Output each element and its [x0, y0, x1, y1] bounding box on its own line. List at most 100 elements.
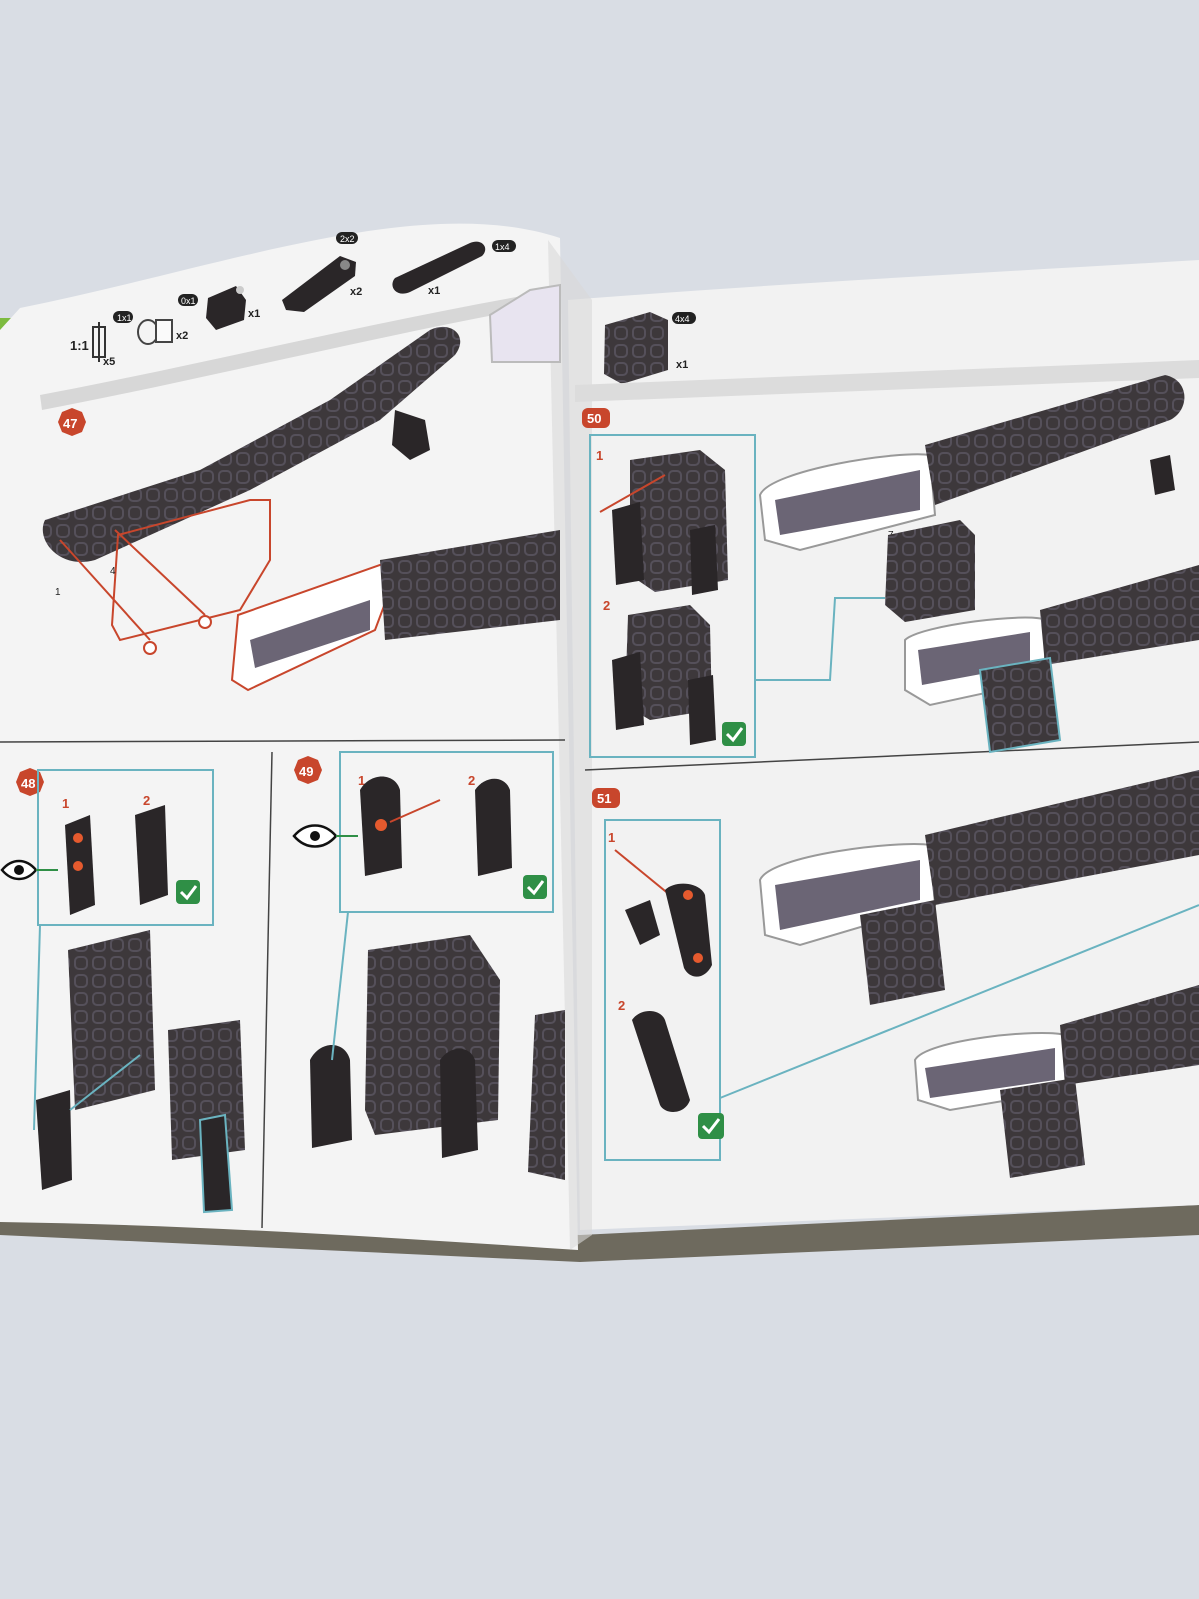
sub-label: 1	[358, 773, 365, 788]
upright-block	[475, 778, 512, 876]
assembly-line	[389, 799, 441, 823]
upright-block	[310, 1045, 352, 1148]
upright-block	[688, 675, 716, 745]
hole-marker	[73, 861, 83, 871]
upright-block	[612, 502, 644, 585]
sub-label: 2	[618, 998, 625, 1013]
frame-interior	[775, 860, 920, 930]
flow-line	[331, 911, 349, 1061]
frame-outline-exploded	[110, 499, 271, 642]
part-qty: x5	[103, 356, 115, 368]
flow-line	[33, 924, 41, 1131]
square-plate	[68, 930, 155, 1110]
square-plate	[528, 1010, 565, 1180]
check-icon	[523, 875, 547, 899]
parts-band-edge	[40, 292, 548, 410]
step-50: 50 1 2 7	[582, 375, 1199, 758]
upright-block	[440, 1048, 478, 1158]
frame-interior	[775, 470, 920, 535]
upright-block-attached	[198, 1113, 234, 1214]
flow-line	[719, 904, 1199, 1099]
part-qty: x1	[248, 308, 260, 320]
parts-band-edge-right	[575, 360, 1199, 402]
hinge-foot	[392, 410, 430, 460]
beam-result	[1040, 565, 1199, 665]
sub-label: 4	[110, 566, 116, 577]
beam-result	[925, 770, 1199, 905]
hinge-foot	[1150, 455, 1175, 495]
part-tag-label: 1x4	[495, 242, 510, 252]
hinge-pin	[236, 286, 244, 294]
beam-1x4-icon	[392, 241, 486, 294]
part-tag-label: 1x1	[117, 313, 132, 323]
step-number: 51	[597, 791, 611, 806]
square-plate-attached	[978, 656, 1062, 754]
square-plate	[365, 935, 500, 1135]
sub-label: 2	[603, 598, 610, 613]
step-51: 51 1 2	[592, 770, 1199, 1178]
step-47: 47 1 4	[42, 326, 560, 692]
hole-marker	[693, 953, 703, 963]
step-divider-right	[584, 741, 1199, 771]
hole-marker	[375, 819, 387, 831]
step-badge	[294, 756, 322, 784]
hole-marker	[683, 890, 693, 900]
sub-step-frame	[589, 434, 756, 758]
check-icon	[722, 722, 746, 746]
page-gutter	[548, 240, 592, 1250]
peg-icon	[137, 319, 173, 345]
step-48: 48 1 2	[0, 768, 245, 1214]
sub-label: 2	[468, 773, 475, 788]
eye-icon	[292, 824, 358, 848]
square-plate	[1000, 1078, 1085, 1178]
hinge-block-icon	[206, 286, 246, 330]
part-tag-label: 2x2	[340, 234, 355, 244]
assembly-line	[599, 474, 666, 513]
sub-label: 1	[55, 587, 61, 598]
step-divider-left	[0, 739, 566, 743]
square-plate	[885, 520, 975, 622]
hole-marker	[73, 833, 83, 843]
assembly-line	[59, 539, 151, 641]
part-tag	[113, 311, 133, 323]
part-qty: x2	[176, 330, 188, 342]
beam-hole	[340, 260, 350, 270]
part-qty: x1	[676, 359, 688, 371]
frame-interior	[925, 1048, 1055, 1098]
part-tag-label: 4x4	[675, 314, 690, 324]
step-divider-vertical	[261, 751, 273, 1229]
step-number: 48	[21, 776, 35, 791]
part-qty: x2	[350, 286, 362, 298]
upright-block	[36, 1090, 72, 1190]
sub-label: 1	[62, 796, 69, 811]
sub-label: 2	[143, 793, 150, 808]
check-icon	[176, 880, 200, 904]
beam-part	[632, 1011, 690, 1112]
part-tag	[178, 294, 198, 306]
booklet-cover-edge	[0, 1205, 1199, 1262]
upright-block	[135, 805, 168, 905]
sub-step-frame	[604, 819, 721, 1161]
part-tag	[492, 240, 516, 252]
square-plate	[860, 900, 945, 1005]
frame-interior	[918, 632, 1030, 685]
upright-block	[690, 525, 718, 595]
part-tag	[336, 232, 358, 244]
sub-step-frame	[339, 751, 554, 913]
part-tag-label: 0x1	[181, 296, 196, 306]
step-49: 49 1 2	[292, 751, 565, 1180]
sub-label: 1	[596, 448, 603, 463]
assembly-line	[69, 1054, 141, 1111]
flow-line	[755, 597, 885, 681]
axle-connector-icon	[92, 322, 106, 362]
beam-result	[1060, 985, 1199, 1085]
angled-beam-icon	[282, 256, 356, 312]
step-number: 47	[63, 416, 77, 431]
step-number: 49	[299, 764, 313, 779]
frame-interior	[250, 600, 370, 668]
step-badge	[58, 408, 86, 436]
part-tag	[672, 312, 696, 324]
step-badge	[582, 408, 610, 428]
eye-icon	[0, 859, 58, 881]
